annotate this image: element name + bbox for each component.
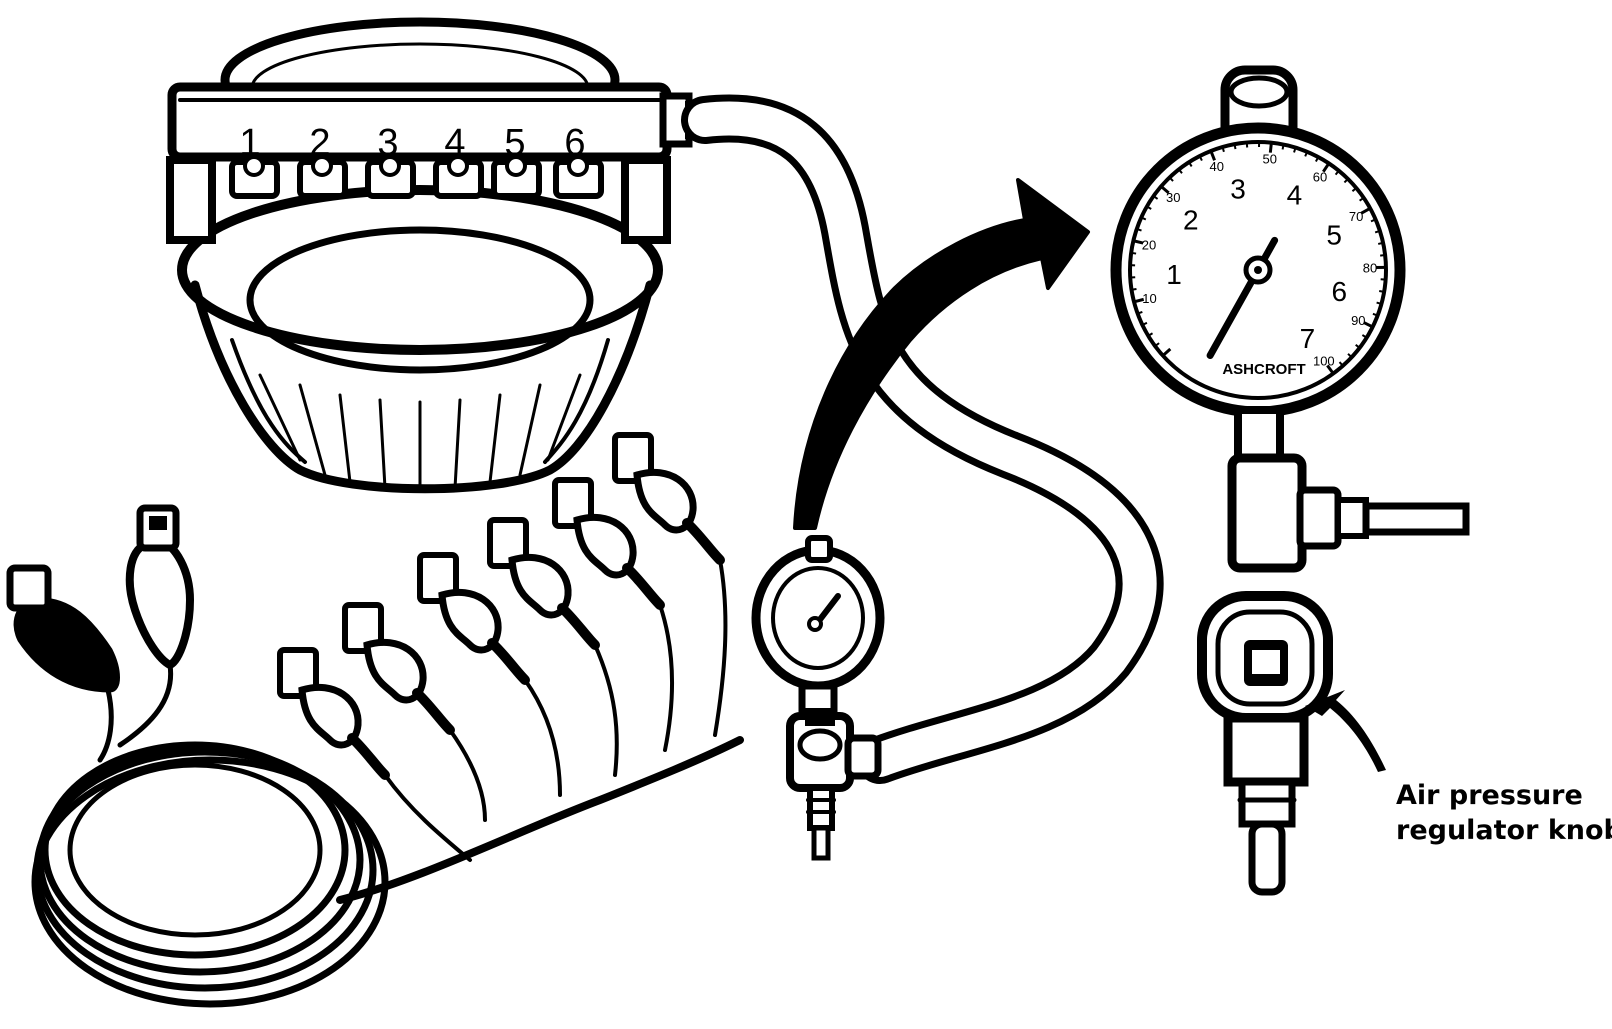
pressure-gauge: 123 45 67 10 20 30 40 50 60 70 80 90 100 ASHCROFT bbox=[1116, 70, 1466, 892]
inner-scale-3: 3 bbox=[1230, 173, 1246, 204]
wiring-harness bbox=[10, 435, 740, 1004]
regulator-knob-label: Air pressure regulator knob bbox=[1396, 778, 1606, 848]
inner-scale-5: 5 bbox=[1326, 220, 1342, 251]
gauge-tick bbox=[1294, 148, 1295, 153]
outer-scale-10: 10 bbox=[1142, 291, 1156, 306]
port-number-5: 5 bbox=[504, 122, 525, 164]
outer-scale-60: 60 bbox=[1313, 170, 1327, 185]
outer-scale-30: 30 bbox=[1166, 190, 1180, 205]
outer-scale-90: 90 bbox=[1351, 313, 1365, 328]
outer-scale-50: 50 bbox=[1262, 152, 1276, 167]
port-number-6: 6 bbox=[564, 122, 585, 164]
gauge-tick bbox=[1380, 255, 1385, 256]
inner-scale-6: 6 bbox=[1332, 276, 1348, 307]
outer-scale-70: 70 bbox=[1349, 209, 1363, 224]
gauge-tick bbox=[1378, 243, 1383, 244]
outer-scale-40: 40 bbox=[1210, 159, 1224, 174]
outer-scale-100: 100 bbox=[1313, 354, 1335, 369]
inner-scale-1: 1 bbox=[1166, 259, 1182, 290]
gauge-tick bbox=[1223, 147, 1224, 152]
outer-scale-20: 20 bbox=[1142, 237, 1156, 252]
port-number-4: 4 bbox=[444, 122, 465, 164]
port-number-1: 1 bbox=[239, 122, 260, 164]
gauge-tick bbox=[1235, 144, 1236, 149]
port-number-3: 3 bbox=[377, 122, 398, 164]
gauge-tick bbox=[1379, 291, 1384, 292]
outer-scale-80: 80 bbox=[1363, 261, 1377, 276]
label-line-2: regulator knob bbox=[1396, 813, 1606, 848]
gauge-brand: ASHCROFT bbox=[1222, 361, 1305, 378]
inner-scale-2: 2 bbox=[1183, 205, 1199, 236]
gauge-tick bbox=[1131, 253, 1136, 254]
inner-scale-4: 4 bbox=[1287, 179, 1303, 210]
callout-pointer-icon bbox=[1305, 690, 1386, 772]
inner-scale-7: 7 bbox=[1300, 323, 1316, 354]
gauge-tick bbox=[1377, 303, 1382, 304]
port-number-2: 2 bbox=[309, 122, 330, 164]
label-line-1: Air pressure bbox=[1396, 778, 1606, 813]
gauge-tick bbox=[1283, 145, 1284, 150]
injector-connectors bbox=[280, 435, 725, 860]
gauge-tick bbox=[1132, 289, 1137, 290]
small-gauge-assembly bbox=[756, 538, 880, 858]
